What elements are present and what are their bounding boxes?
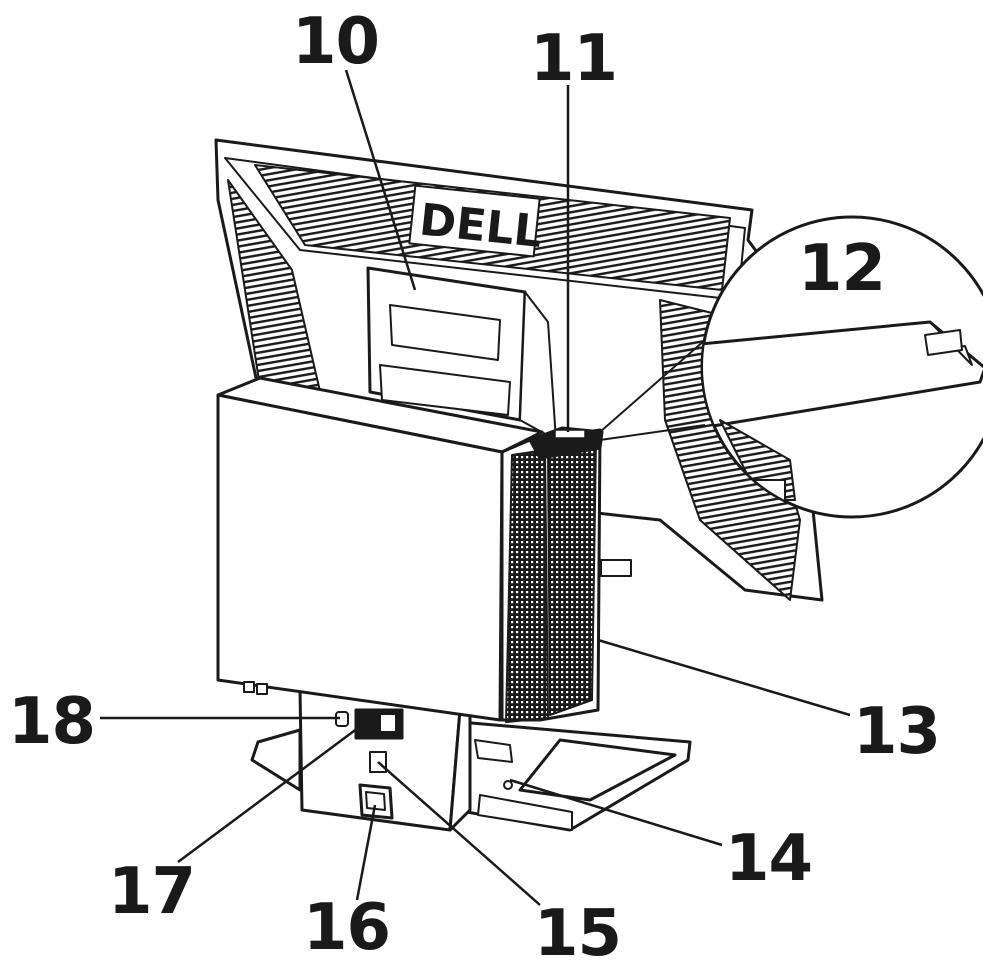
computer-chassis (216, 376, 544, 722)
callout-15: 15 (534, 897, 622, 971)
cable-routing-slot (474, 739, 513, 790)
leader-line-16 (355, 804, 377, 901)
stand-base (250, 720, 692, 832)
leader-line-13 (597, 638, 851, 717)
leader-line-14 (509, 778, 723, 847)
callout-13: 13 (853, 695, 941, 769)
callout-17: 17 (108, 855, 196, 929)
dell-logo: DELL (408, 184, 544, 258)
callout-10: 10 (292, 5, 380, 79)
power-switch (354, 708, 404, 740)
stand-neck-plate (366, 266, 557, 441)
leader-line-10 (344, 69, 417, 291)
chassis-feet (243, 681, 268, 695)
callout-16: 16 (303, 891, 391, 965)
leader-lines (100, 69, 851, 906)
zoom-inset (599, 215, 983, 519)
leader-line-15 (377, 761, 541, 906)
power-connector (358, 783, 394, 820)
callout-12: 12 (798, 232, 886, 306)
callout-11: 11 (530, 22, 618, 96)
callout-18: 18 (8, 685, 96, 759)
callout-14: 14 (725, 822, 813, 896)
leader-line-17 (177, 723, 363, 864)
vented-side-rail (500, 428, 602, 723)
cable-clip (600, 559, 632, 577)
